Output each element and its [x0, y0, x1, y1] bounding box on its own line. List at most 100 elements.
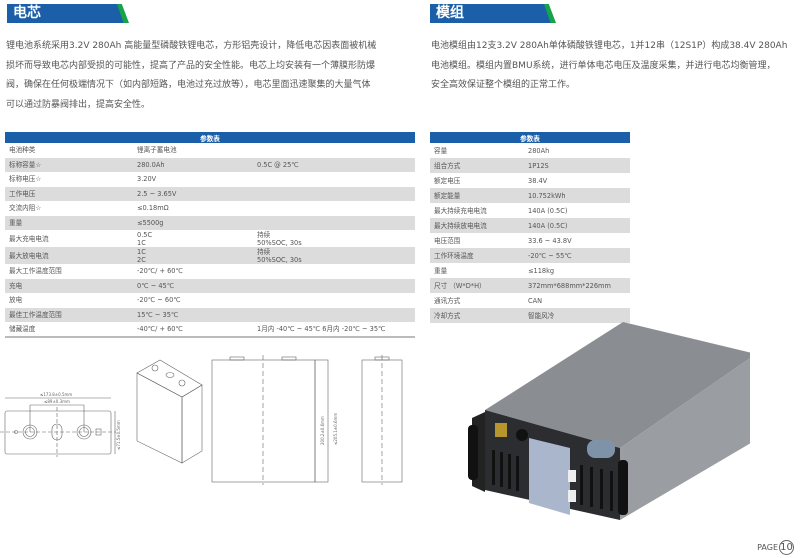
- param-value: -20℃/ + 60℃: [137, 267, 183, 276]
- param-value: 1C 2C: [133, 247, 253, 264]
- description-line: 损坏而导致电芯内部受损的可能性，提高了产品的安全性能。电芯上均安装有一个薄膜形防…: [6, 60, 376, 71]
- param-value: 33.6 ~ 43.8V: [528, 236, 572, 245]
- param-name: 储藏温度: [9, 324, 36, 333]
- table-row: 尺寸 （W*D*H）372mm*688mm*226mm: [430, 278, 630, 293]
- param-value: 智能风冷: [524, 308, 630, 323]
- table-row: 标称电压☆ 3.20V: [5, 172, 415, 187]
- param-name: 额定电压: [434, 176, 461, 185]
- param-name: 充电: [5, 278, 133, 293]
- table-row: 放电 -20℃ ~ 60℃: [5, 293, 415, 308]
- table-row: 交流内阻☆ ≤0.18mΩ: [5, 201, 415, 216]
- param-name: 工作电压: [5, 186, 133, 201]
- param-name: 额定能量: [430, 188, 524, 203]
- param-value: 3.20V: [137, 175, 157, 184]
- param-note: [253, 307, 415, 322]
- table-header: 参数表: [430, 132, 630, 143]
- param-value: ≤5500g: [133, 215, 253, 230]
- param-value: 1P12S: [524, 158, 630, 173]
- param-name: 标称电压☆: [9, 175, 42, 184]
- param-value: 锂离子蓄电池: [137, 146, 177, 155]
- page-number: 10: [779, 540, 794, 555]
- table-row: 最大工作温度范围 -20℃/ + 60℃: [5, 264, 415, 279]
- table-row: 额定电压 38.4V: [430, 173, 630, 188]
- param-note: 持续 50%SOC, 30s: [253, 247, 415, 264]
- param-note: [253, 293, 415, 308]
- param-name: 交流内阻☆: [9, 204, 42, 213]
- param-note: [253, 201, 415, 216]
- param-value: 10.752kWh: [524, 188, 630, 203]
- description-line: 可以通过防暴阀排出，提高安全性。: [6, 99, 151, 110]
- param-name: 放电: [9, 296, 23, 305]
- param-name: 组合方式: [430, 158, 524, 173]
- param-name: 电池种类: [9, 146, 36, 155]
- param-name: 标称容量☆: [5, 157, 133, 172]
- param-name: 最大充电电流: [9, 234, 49, 243]
- cell-section-title: 电芯: [7, 4, 129, 23]
- param-name: 最大持续放电电流: [430, 218, 524, 233]
- param-value: ≤0.18mΩ: [137, 204, 169, 213]
- param-name: 最大持续充电电流: [434, 206, 487, 215]
- param-name: 通讯方式: [434, 296, 461, 305]
- module-title: 模组: [430, 4, 552, 23]
- description-line: 电池模组。模组内置BMU系统，进行单体电芯电压及温度采集，并进行电芯均衡管理，: [431, 60, 776, 71]
- table-row: 重量 ≤118kg: [430, 263, 630, 278]
- param-note: [253, 143, 415, 158]
- cell-technical-drawing: ≤173.8±0.5mm ≤89±0.3mm ≤71.5±0.5mm 200.2…: [0, 355, 403, 485]
- param-name: 工作环境温度: [430, 248, 524, 263]
- description-line: 锂电池系统采用3.2V 280Ah 高能量型磷酸铁锂电芯，方形铝壳设计，降低电芯…: [6, 41, 377, 51]
- param-value: 38.4V: [528, 176, 548, 185]
- param-note: 持续 50%SOC, 30s: [257, 230, 302, 247]
- param-note: [253, 278, 415, 293]
- param-value: 140A (0.5C): [528, 206, 568, 215]
- param-note: [253, 172, 415, 187]
- battery-module-image: [468, 322, 750, 520]
- param-value: 280.0Ah: [133, 157, 253, 172]
- dimension-label: 200.2±0.6mm: [320, 416, 325, 445]
- param-note: [253, 264, 415, 279]
- table-row: 冷却方式智能风冷: [430, 308, 630, 323]
- dimension-label: ≤71.5±0.5mm: [116, 420, 121, 450]
- param-value: CAN: [528, 296, 543, 305]
- param-name: 重量: [434, 266, 448, 275]
- table-row: 电池种类 锂离子蓄电池: [5, 143, 415, 158]
- param-note: [253, 186, 415, 201]
- description-line: 安全高效保证整个模组的正常工作。: [431, 80, 576, 90]
- param-name: 最大工作温度范围: [9, 267, 62, 276]
- module-description: 电池模组由12支3.2V 280Ah单体磷酸铁锂电芯，1并12串（12S1P）构…: [431, 37, 799, 96]
- table-row: 电压范围 33.6 ~ 43.8V: [430, 233, 630, 248]
- dimension-label: ≤173.8±0.5mm: [40, 392, 72, 397]
- param-name: 电压范围: [434, 236, 461, 245]
- table-row: 重量≤5500g: [5, 215, 415, 230]
- page-indicator: PAGE 10: [757, 540, 794, 555]
- table-header: 参数表: [5, 132, 415, 143]
- module-section-title: 模组: [430, 4, 556, 23]
- param-name: 尺寸 （W*D*H）: [430, 278, 524, 293]
- param-value: 2.5 ~ 3.65V: [133, 186, 253, 201]
- param-value: -20℃ ~ 60℃: [137, 296, 181, 305]
- table-row: 通讯方式 CAN: [430, 293, 630, 308]
- param-value: 15℃ ~ 35℃: [133, 307, 253, 322]
- description-line: 阀，确保在任何极端情况下（如内部短路，电池过充过放等），电芯里面迅速聚集的大量气…: [6, 80, 371, 90]
- param-note: 1月内 -40℃ ~ 45℃ 6月内 -20℃ ~ 35℃: [257, 324, 386, 333]
- param-note: 0.5C @ 25℃: [253, 157, 415, 172]
- param-note: [253, 215, 415, 230]
- param-value: 140A (0.5C): [524, 218, 630, 233]
- table-row: 最大持续充电电流 140A (0.5C): [430, 203, 630, 218]
- param-name: 最大放电电流: [5, 247, 133, 264]
- param-value: 0℃ ~ 45℃: [133, 278, 253, 293]
- param-value: ≤118kg: [528, 266, 555, 275]
- description-line: 电池模组由12支3.2V 280Ah单体磷酸铁锂电芯，1并12串（12S1P）构…: [431, 41, 788, 51]
- cell-title: 电芯: [7, 4, 125, 23]
- dimension-label: ≤205.1±0.6mm: [333, 413, 338, 445]
